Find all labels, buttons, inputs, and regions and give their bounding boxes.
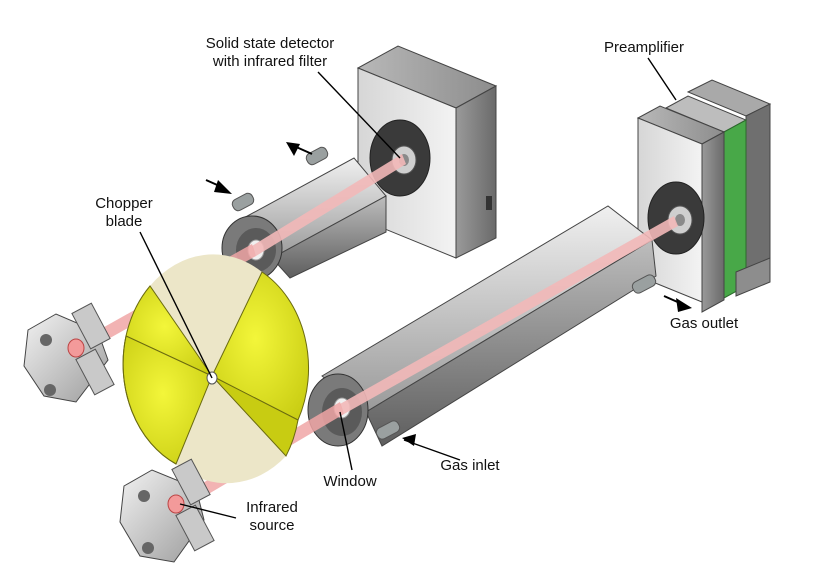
reference-beam-inside: [252, 154, 406, 256]
detector-label-line2: with infrared filter: [212, 53, 327, 70]
gas-outlet-arrow: [676, 298, 692, 312]
gas-inlet-nozzle: [375, 420, 401, 440]
sample-beam-inside: [340, 216, 678, 414]
detector-label-line1: Solid state detector: [206, 35, 334, 52]
leader-lines: [139, 57, 677, 519]
reference-gas-out-arrow: [286, 142, 300, 156]
gas-inlet-arrow: [402, 434, 416, 446]
source-label-line1: Infrared: [246, 499, 298, 516]
gas-inlet-label: Gas inlet: [440, 457, 500, 474]
chopper-label-line2: blade: [106, 213, 143, 230]
flow-arrows: [205, 142, 692, 446]
gas-outlet-nozzle: [631, 274, 657, 294]
preamplifier-label: Preamplifier: [604, 39, 684, 56]
lower-infrared-source: [119, 458, 215, 563]
preamplifier-housing: [636, 79, 772, 313]
chopper-blade: [122, 254, 310, 484]
upper-infrared-source: [23, 302, 115, 403]
source-label-line2: source: [249, 517, 294, 534]
detector-slot: [486, 196, 492, 210]
chopper-label-line1: Chopper: [95, 195, 153, 212]
reference-gas-in-arrow: [214, 180, 232, 194]
gas-outlet-label: Gas outlet: [670, 315, 739, 332]
window-label: Window: [323, 473, 377, 490]
